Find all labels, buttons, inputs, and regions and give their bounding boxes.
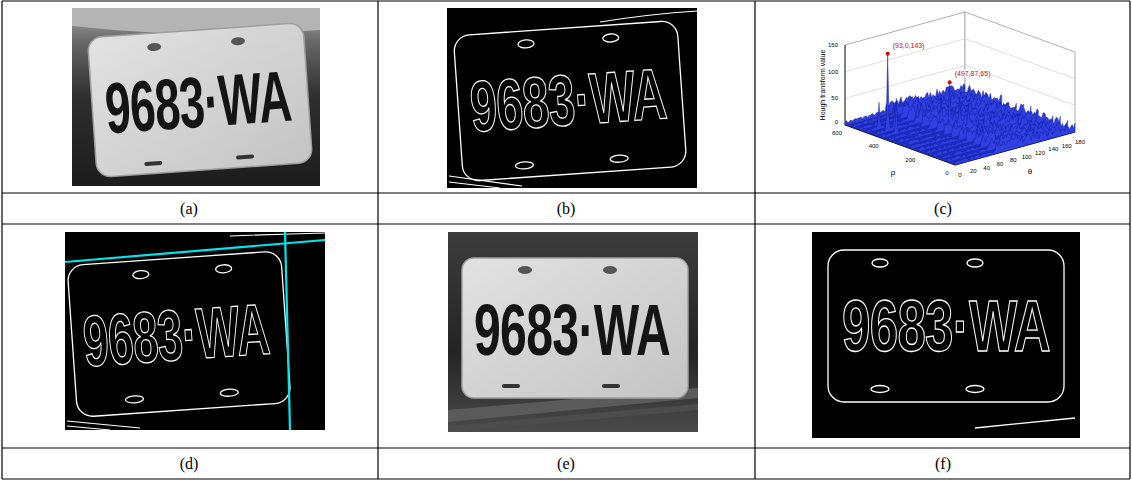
rho-tick: 600 bbox=[832, 130, 842, 136]
hough-surface bbox=[845, 52, 1075, 165]
z-tick: 0 bbox=[835, 119, 838, 125]
theta-tick: 180 bbox=[1075, 139, 1085, 145]
peak-annotation: (497,87,65) bbox=[954, 70, 992, 77]
edge-map-lines bbox=[65, 232, 325, 430]
subfigure-label: (d) bbox=[180, 456, 199, 472]
theta-tick: 20 bbox=[970, 168, 977, 174]
plate-edge-characters: 9683·WA bbox=[468, 57, 669, 142]
subfigure-label: (c) bbox=[934, 201, 952, 217]
subfigure-label: (e) bbox=[557, 456, 575, 472]
theta-tick: 0 bbox=[958, 172, 961, 178]
corrected-photo bbox=[448, 232, 698, 432]
theta-tick: 80 bbox=[1010, 157, 1017, 163]
rho-tick: 400 bbox=[869, 143, 879, 149]
hough-line bbox=[65, 232, 325, 430]
theta-tick: 40 bbox=[983, 165, 990, 171]
theta-tick: 60 bbox=[997, 161, 1004, 167]
plate-edge-characters: 9683·WA bbox=[81, 293, 272, 378]
edge-map bbox=[447, 8, 697, 188]
rho-tick: 0 bbox=[945, 170, 948, 176]
axis-title: Hough transform value bbox=[819, 50, 826, 121]
plate-characters: 9683·WA bbox=[103, 60, 294, 145]
z-tick: 50 bbox=[831, 95, 838, 101]
plate-edge-characters: 9683·WA bbox=[842, 290, 1050, 362]
theta-tick: 160 bbox=[1062, 143, 1072, 149]
peak-annotation: (93,0,143) bbox=[892, 41, 926, 48]
theta-tick: 120 bbox=[1035, 150, 1045, 156]
z-tick: 100 bbox=[828, 69, 838, 75]
corrected-edge-map bbox=[812, 232, 1080, 438]
subfigure-label: (f) bbox=[935, 456, 951, 472]
axis-label: ρ bbox=[891, 169, 896, 177]
hough-plot-frame bbox=[845, 12, 1075, 165]
axis-label: θ bbox=[1028, 168, 1032, 176]
peak-marker bbox=[948, 80, 952, 84]
theta-tick: 100 bbox=[1022, 154, 1032, 160]
subfigure-label: (a) bbox=[180, 201, 198, 217]
plate-characters: 9683·WA bbox=[474, 294, 670, 366]
peak-marker bbox=[886, 52, 890, 56]
rho-tick: 200 bbox=[905, 157, 915, 163]
z-tick: 150 bbox=[828, 42, 838, 48]
plate-photo bbox=[72, 8, 320, 186]
theta-tick: 140 bbox=[1048, 146, 1058, 152]
subfigure-label: (b) bbox=[557, 201, 576, 217]
surface-row bbox=[955, 123, 1075, 165]
